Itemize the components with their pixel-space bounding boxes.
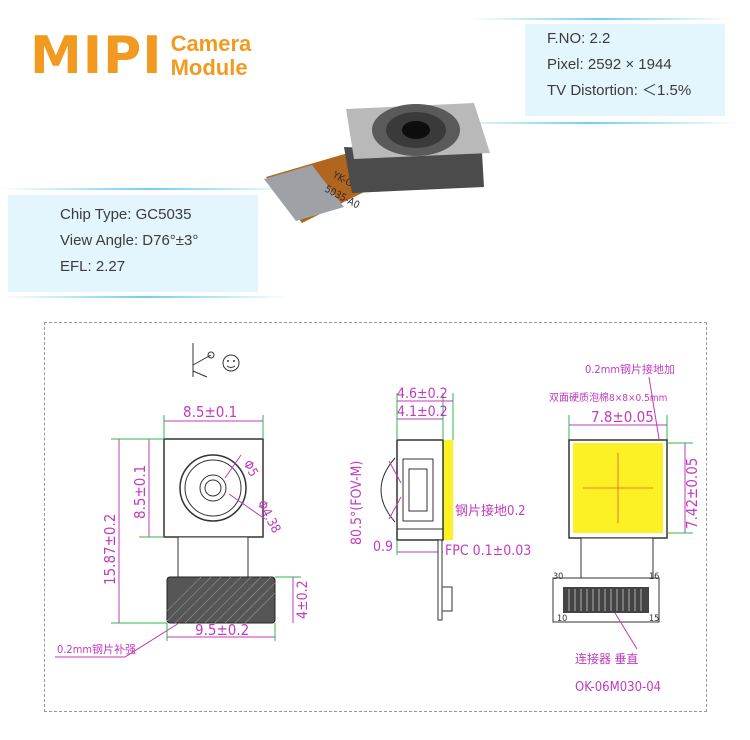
lens-outer-circle <box>179 454 247 522</box>
back-fpc-neck <box>580 537 654 579</box>
side-housing <box>396 439 444 541</box>
note-steel-ground: 钢片接地0.2 <box>455 503 526 519</box>
back-view: 0.2mm钢片接地加 双面硬质泡棉8×8×0.5mm 7.8±0.05 7.42… <box>549 363 701 695</box>
pin-label-30: 30 <box>553 572 563 582</box>
decor-flare <box>440 122 740 124</box>
steel-stiffener <box>264 165 344 221</box>
module-housing <box>344 147 484 193</box>
dim-46: 4.6±0.2 <box>397 386 448 402</box>
dim-back-width: 7.8±0.05 <box>591 408 654 426</box>
spec-pixel: Pixel: 2592 × 1944 <box>547 56 672 73</box>
mechanical-drawing: Φ5 Φ4.38 8.5±0.1 8.5±0.1 15.87±0.2 <box>44 322 707 712</box>
title-line-camera: Camera <box>170 31 252 56</box>
pin-label-15: 15 <box>649 614 659 624</box>
side-fpc-strip <box>437 539 443 621</box>
lens-housing-outline <box>163 438 264 538</box>
connector-pins <box>563 587 649 613</box>
dim-total-height: 15.87±0.2 <box>101 514 119 585</box>
dim-bottom-height: 4±0.2 <box>295 580 311 619</box>
note-connector: 连接器 垂直 <box>575 651 638 666</box>
dim-bottom-width: 9.5±0.2 <box>195 621 249 639</box>
note-steel-ground-add: 0.2mm钢片接地加 <box>585 363 675 376</box>
spec-distortion: TV Distortion: ＜1.5% <box>547 82 692 99</box>
side-connector <box>441 586 453 612</box>
dim-fpc: FPC 0.1±0.03 <box>445 543 531 559</box>
title-mipi: MIPI <box>30 26 163 86</box>
part-number: OK-06M030-04 <box>575 680 661 695</box>
dim-fov: 80.5°(FOV-M) <box>349 461 365 545</box>
note-foam-tape: 双面硬质泡棉8×8×0.5mm <box>549 391 667 404</box>
dim-phi5: Φ5 <box>239 458 260 480</box>
drawing-svg: Φ5 Φ4.38 8.5±0.1 8.5±0.1 15.87±0.2 <box>55 343 701 695</box>
steel-plate-yellow <box>443 440 453 540</box>
spec-view-angle: View Angle: D76°±3° <box>60 232 199 249</box>
dim-back-height: 7.42±0.05 <box>683 458 701 529</box>
spec-efl: EFL: 2.27 <box>60 258 126 275</box>
title-line-module: Module <box>170 55 248 80</box>
spec-box-left: Chip Type: GC5035 View Angle: D76°±3° EF… <box>8 195 258 292</box>
spec-chip-type: Chip Type: GC5035 <box>60 206 192 223</box>
connector-hatched <box>166 576 276 624</box>
dim-41: 4.1±0.2 <box>397 404 448 420</box>
side-view: 80.5°(FOV-M) 4.6±0.2 4.1±0.2 钢片接地0.2 0.9… <box>349 386 531 621</box>
dim-09: 0.9 <box>373 539 393 555</box>
pin-label-10: 10 <box>557 614 567 624</box>
brand-title: MIPI Camera Module <box>30 30 251 82</box>
title-subtitle: Camera Module <box>171 32 252 80</box>
decor-flare <box>470 18 730 20</box>
fpc-neck <box>177 536 249 578</box>
decor-flare <box>0 296 290 298</box>
dim-height-lens: 8.5±0.1 <box>131 465 149 519</box>
front-view: Φ5 Φ4.38 8.5±0.1 8.5±0.1 15.87±0.2 <box>55 343 311 658</box>
usb-symbol-icon <box>192 343 240 378</box>
lens-glass <box>402 121 430 139</box>
spec-fno: F.NO: 2.2 <box>547 30 611 47</box>
spec-box-right: F.NO: 2.2 Pixel: 2592 × 1944 TV Distorti… <box>525 24 725 116</box>
note-steel-reinforce: 0.2mm钢片补强 <box>57 643 136 656</box>
camera-module-photo: YK-G6 5035-A0 <box>264 103 490 223</box>
pin-label-16: 16 <box>649 572 659 582</box>
decor-flare <box>0 188 300 190</box>
dim-width-top: 8.5±0.1 <box>183 403 237 421</box>
